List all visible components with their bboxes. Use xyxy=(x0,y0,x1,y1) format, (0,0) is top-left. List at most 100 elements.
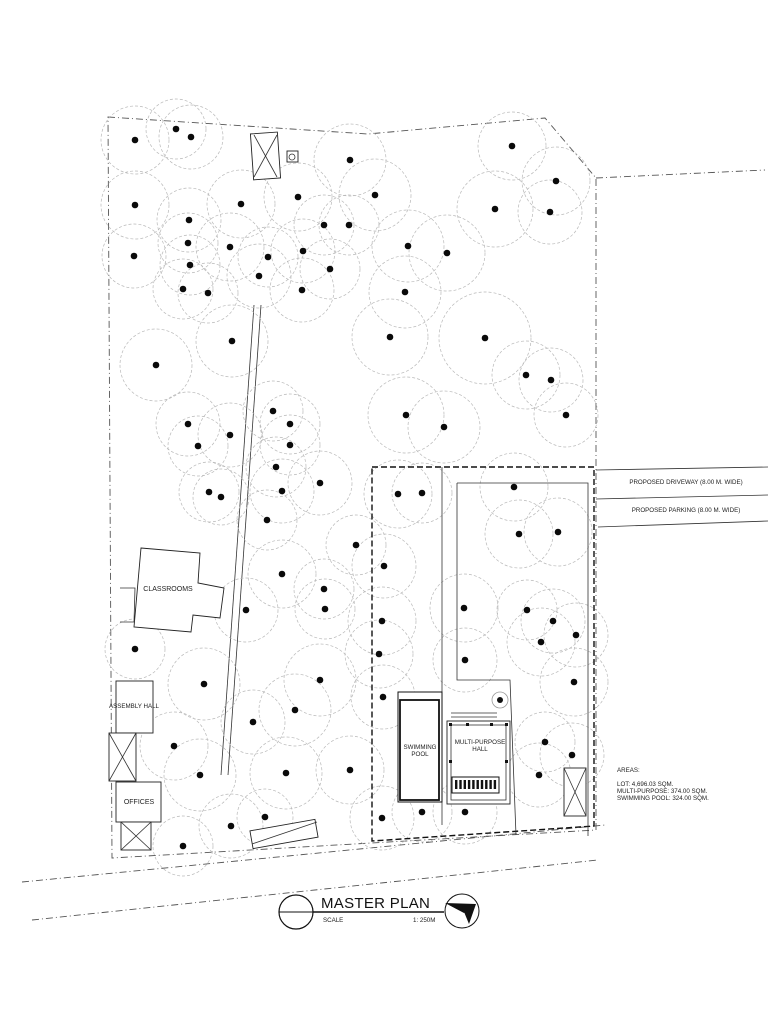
tree-trunk xyxy=(461,656,469,664)
tree-trunk xyxy=(345,221,353,229)
tree-canopy xyxy=(456,170,534,248)
tree-trunks xyxy=(130,125,580,850)
tree-canopy xyxy=(152,815,214,877)
tree-trunk xyxy=(179,842,187,850)
tree-canopy xyxy=(100,105,170,175)
tree-trunk xyxy=(378,814,386,822)
seat-mark xyxy=(489,780,492,789)
tree-trunk xyxy=(286,420,294,428)
tree-canopy xyxy=(270,218,336,284)
tree-trunk xyxy=(440,423,448,431)
tree-trunk xyxy=(269,407,277,415)
areas-table: AREAS: LOT: 4,696.03 SQM. MULTI-PURPOSE:… xyxy=(617,767,709,802)
tree-trunk xyxy=(554,528,562,536)
tree-canopy xyxy=(198,793,264,859)
tree-canopy xyxy=(533,382,599,448)
tree-canopy xyxy=(158,104,224,170)
tree-trunk xyxy=(375,650,383,658)
tree-trunk xyxy=(546,208,554,216)
tree-trunk xyxy=(562,411,570,419)
tree-trunk xyxy=(282,769,290,777)
tree-canopy xyxy=(101,223,167,289)
tree-canopy xyxy=(293,194,355,256)
tree-trunk xyxy=(237,200,245,208)
tree-trunk xyxy=(294,193,302,201)
seat-mark xyxy=(463,780,466,789)
lot-boundary xyxy=(107,116,597,859)
tree-canopy xyxy=(438,291,532,385)
offices-building: OFFICES xyxy=(115,781,162,851)
tree-trunk xyxy=(541,738,549,746)
tree-trunk xyxy=(179,285,187,293)
tree-trunk xyxy=(205,488,213,496)
swimming-pool-label-1: SWIMMING xyxy=(404,744,437,751)
tree-canopy xyxy=(313,123,387,197)
tree-canopy xyxy=(263,162,333,232)
tree-trunk xyxy=(286,441,294,449)
classrooms-building: CLASSROOMS xyxy=(120,547,225,633)
tree-trunk xyxy=(401,288,409,296)
tree-canopy xyxy=(479,452,549,522)
tree-trunk xyxy=(418,808,426,816)
tree-trunk xyxy=(263,516,271,524)
tree-canopy xyxy=(152,258,214,320)
tree-trunk xyxy=(418,489,426,497)
seat-mark xyxy=(467,780,471,789)
tree-canopy xyxy=(167,415,229,477)
tree-trunk xyxy=(242,606,250,614)
tree-trunk xyxy=(226,431,234,439)
multi-purpose-label-2: HALL xyxy=(472,746,488,753)
tree-canopy xyxy=(259,414,321,476)
tree-canopy xyxy=(258,673,332,747)
tree-canopy xyxy=(245,436,307,498)
tree-trunk xyxy=(404,242,412,250)
tree-trunk xyxy=(535,771,543,779)
tree-canopy xyxy=(432,627,498,693)
drawing-title: MASTER PLAN xyxy=(321,895,430,912)
tree-canopy xyxy=(518,347,584,413)
east-shed xyxy=(563,767,587,817)
assembly-hall-label: ASSEMBLY HALL xyxy=(109,703,160,710)
seat-mark xyxy=(472,780,475,789)
tree-trunk xyxy=(380,562,388,570)
tree-trunk xyxy=(255,272,263,280)
tree-trunk xyxy=(386,333,394,341)
tree-canopy xyxy=(119,328,193,402)
tree-canopy xyxy=(294,578,356,640)
tree-canopy xyxy=(517,179,583,245)
tree-canopy xyxy=(247,539,317,609)
tree-trunk xyxy=(227,822,235,830)
tree-canopy xyxy=(259,393,321,455)
hall-seating xyxy=(455,780,497,789)
tree-canopy xyxy=(145,98,207,160)
tree-canopy xyxy=(363,459,433,529)
multi-purpose-hall: MULTI-PURPOSE HALL xyxy=(446,712,511,805)
scale-value: 1: 250M xyxy=(413,917,435,924)
classrooms-label: CLASSROOMS xyxy=(143,586,193,593)
tree-trunk xyxy=(131,136,139,144)
tree-trunk xyxy=(461,808,469,816)
tree-canopy xyxy=(338,158,412,232)
scale-label: SCALE xyxy=(323,917,343,924)
tree-canopy xyxy=(167,647,241,721)
tree-canopy xyxy=(157,212,219,274)
seat-mark xyxy=(493,780,497,789)
title-block: MASTER PLAN SCALE 1: 250M xyxy=(278,893,480,930)
adjacent-boundary-line xyxy=(595,169,766,179)
tree-trunk xyxy=(508,142,516,150)
areas-heading: AREAS: xyxy=(617,767,640,774)
tree-canopy xyxy=(249,736,323,810)
tree-canopy xyxy=(325,514,387,576)
tree-canopy xyxy=(429,573,499,643)
tree-trunk xyxy=(261,813,269,821)
tree-canopy xyxy=(523,497,593,567)
tree-canopy xyxy=(159,234,221,296)
seat-mark xyxy=(480,780,484,789)
tree-trunk xyxy=(378,617,386,625)
tree-canopy xyxy=(155,391,221,457)
tree-trunk xyxy=(249,718,257,726)
tree-canopy xyxy=(543,602,609,668)
proposed-development-area: PROPOSED DRIVEWAY (8.00 M. WIDE) PROPOSE… xyxy=(371,466,768,842)
tree-canopy xyxy=(156,187,222,253)
tree-trunk xyxy=(152,361,160,369)
